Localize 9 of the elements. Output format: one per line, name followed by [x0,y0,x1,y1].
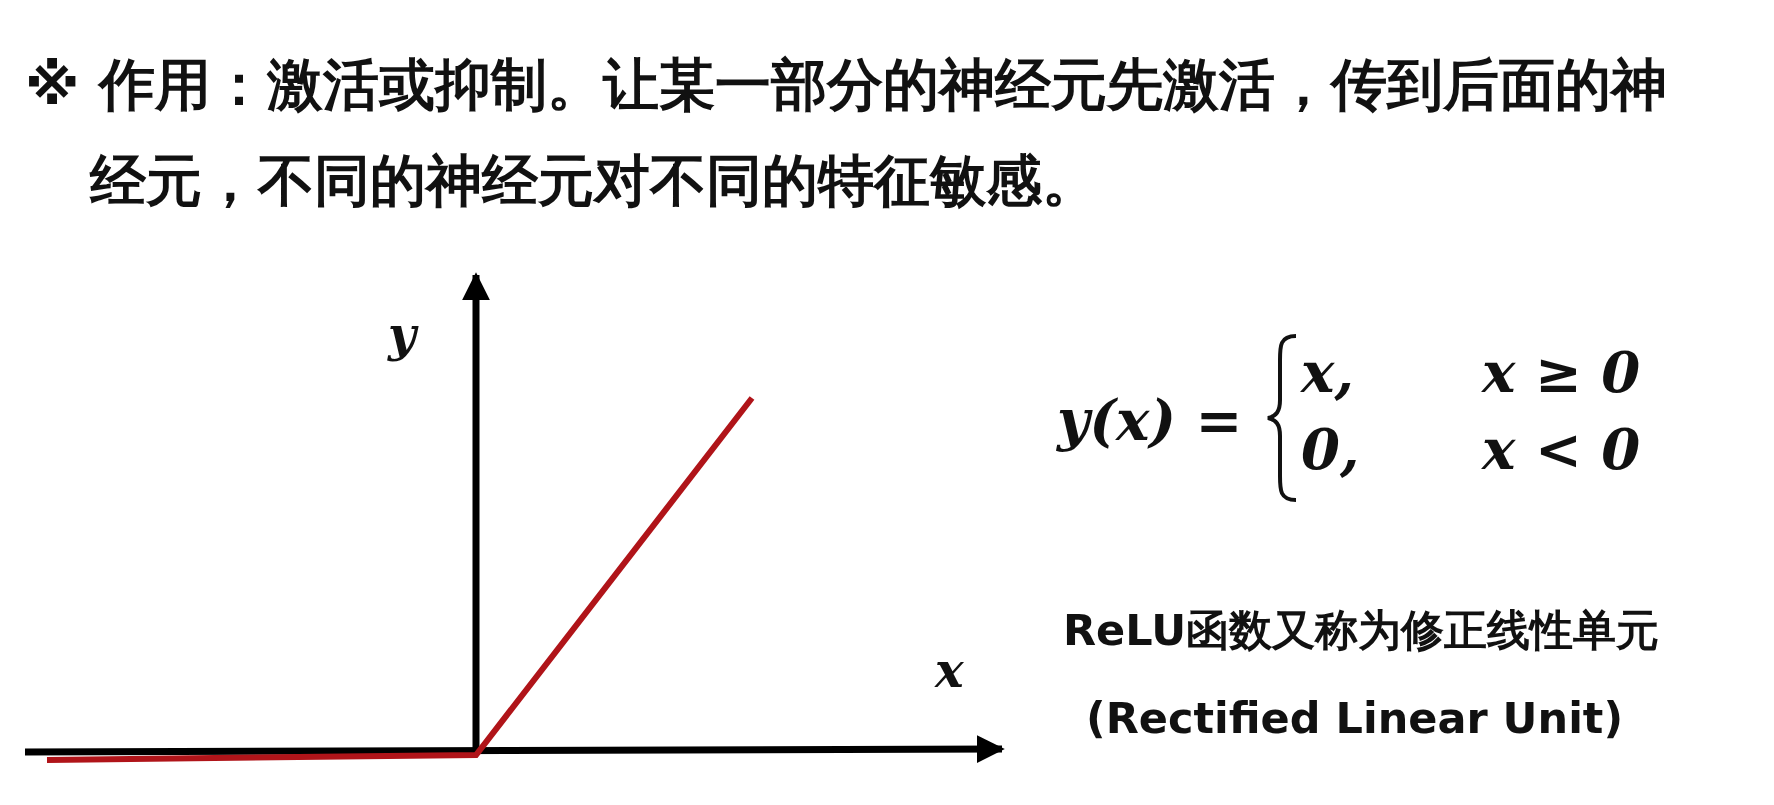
formula-text: 0, [1301,416,1360,483]
formula-text: y(x) = [1057,387,1243,454]
formula-text: x < 0 [1482,416,1641,483]
formula-text: x, [1301,339,1354,406]
caption-text: (Rectified Linear Unit) [1086,692,1624,744]
caption-text: ReLU函数又称为修正线性单元 [1063,604,1660,656]
axis-label: x [935,641,964,699]
title: ※ 作用：激活或抑制。让某一部分的神经元先激活，传到后面的神经元，不同的神经元对不同的特征敏感。 [25,51,1668,215]
formula-text: x ≥ 0 [1482,339,1641,406]
